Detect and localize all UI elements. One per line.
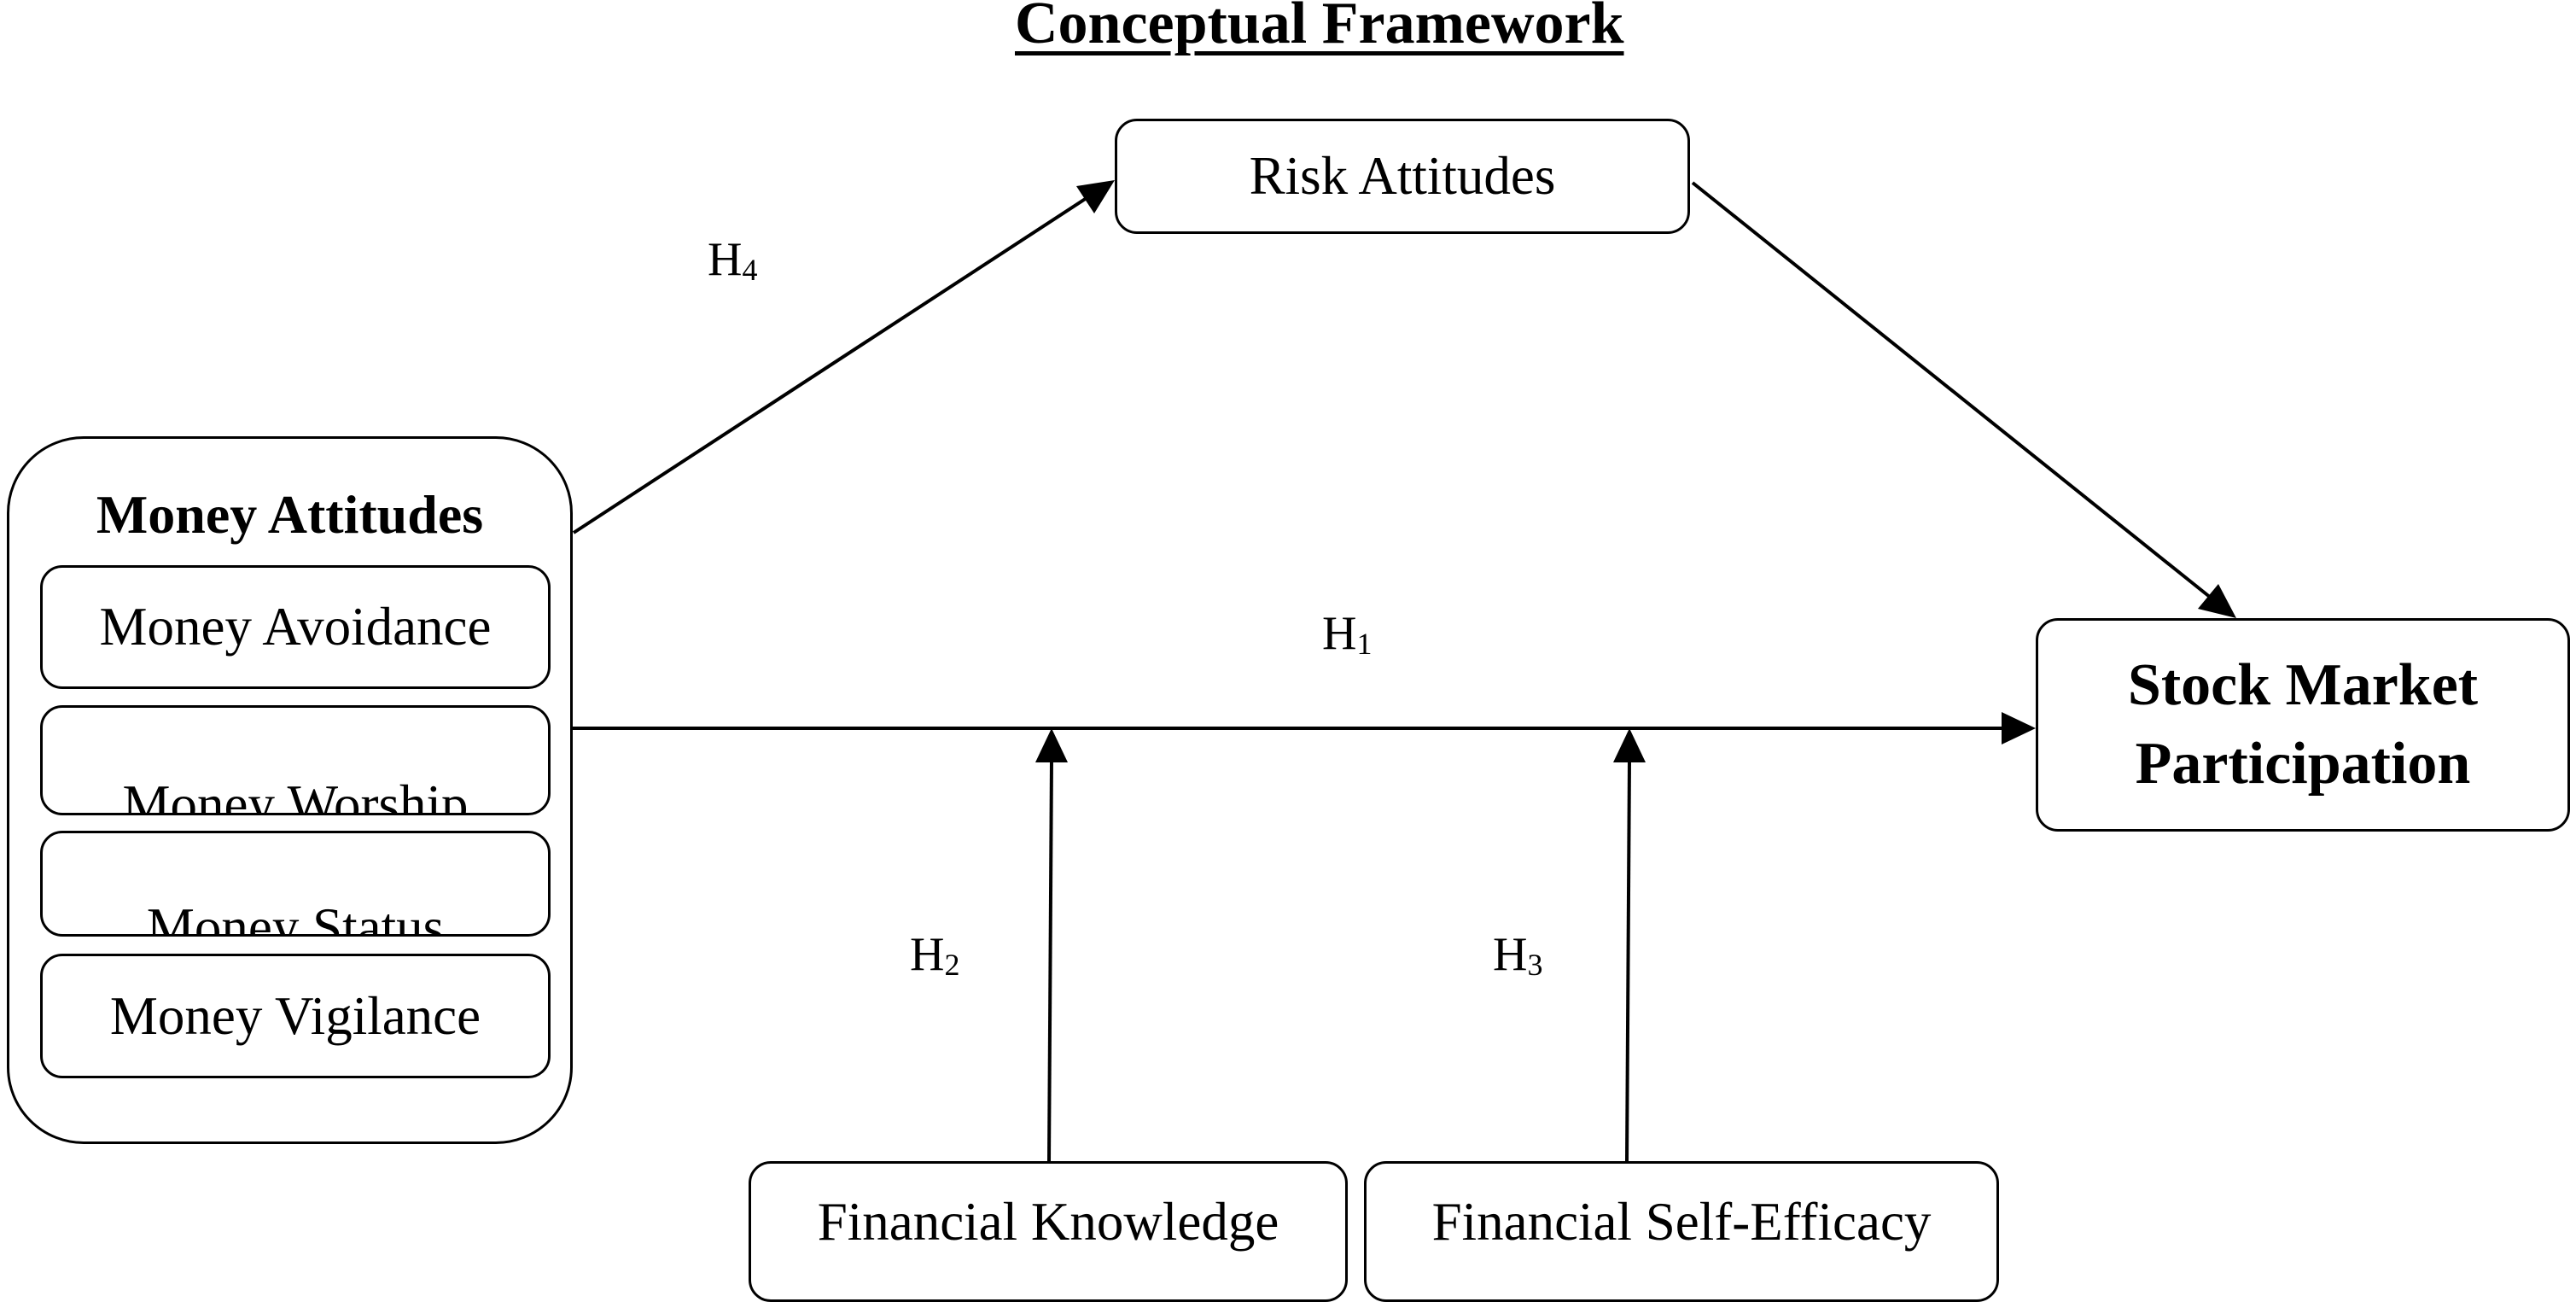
money-worship-label: Money Worship (122, 774, 469, 815)
h2-arrowhead (1035, 728, 1068, 762)
money-avoidance-box: Money Avoidance (40, 565, 551, 689)
h4-letter: H (708, 233, 743, 286)
risk-attitudes-box: Risk Attitudes (1115, 119, 1690, 234)
h3-letter: H (1493, 928, 1528, 981)
h3-subscript: 3 (1527, 948, 1543, 982)
money-status-label: Money Status (146, 897, 445, 937)
h2-letter: H (910, 928, 945, 981)
financial-self-efficacy-label: Financial Self-Efficacy (1431, 1192, 1932, 1252)
money-attitudes-heading: Money Attitudes (96, 484, 484, 545)
risk-to-outcome-arrow (1691, 181, 2212, 599)
h4-subscript: 4 (742, 253, 758, 287)
risk-to-outcome-arrowhead (2198, 584, 2236, 618)
h1-letter: H (1322, 607, 1357, 660)
h4-label: H4 (708, 233, 757, 286)
h1-label: H1 (1322, 607, 1372, 660)
h1-arrowhead (2002, 712, 2036, 744)
h3-arrow (1625, 759, 1631, 1162)
financial-knowledge-label: Financial Knowledge (817, 1192, 1279, 1252)
risk-attitudes-label: Risk Attitudes (1249, 146, 1556, 206)
outcome-line2: Participation (2135, 731, 2471, 797)
h1-subscript: 1 (1356, 627, 1373, 661)
money-status-box: Money Status (40, 831, 551, 937)
h4-arrow (572, 195, 1091, 534)
money-avoidance-label: Money Avoidance (99, 597, 492, 657)
outcome-line1: Stock Market (2127, 652, 2479, 718)
h4-arrowhead (1076, 180, 1115, 213)
money-vigilance-box: Money Vigilance (40, 954, 551, 1078)
h3-label: H3 (1493, 928, 1542, 981)
h2-label: H2 (910, 928, 959, 981)
h2-subscript: 2 (944, 948, 960, 982)
money-vigilance-label: Money Vigilance (109, 985, 481, 1046)
diagram-title: Conceptual Framework (1015, 0, 1624, 56)
h2-arrow (1047, 759, 1053, 1162)
stock-market-participation-box: Stock Market Participation (2036, 618, 2570, 832)
money-worship-box: Money Worship (40, 705, 551, 815)
h3-arrowhead (1613, 728, 1646, 762)
